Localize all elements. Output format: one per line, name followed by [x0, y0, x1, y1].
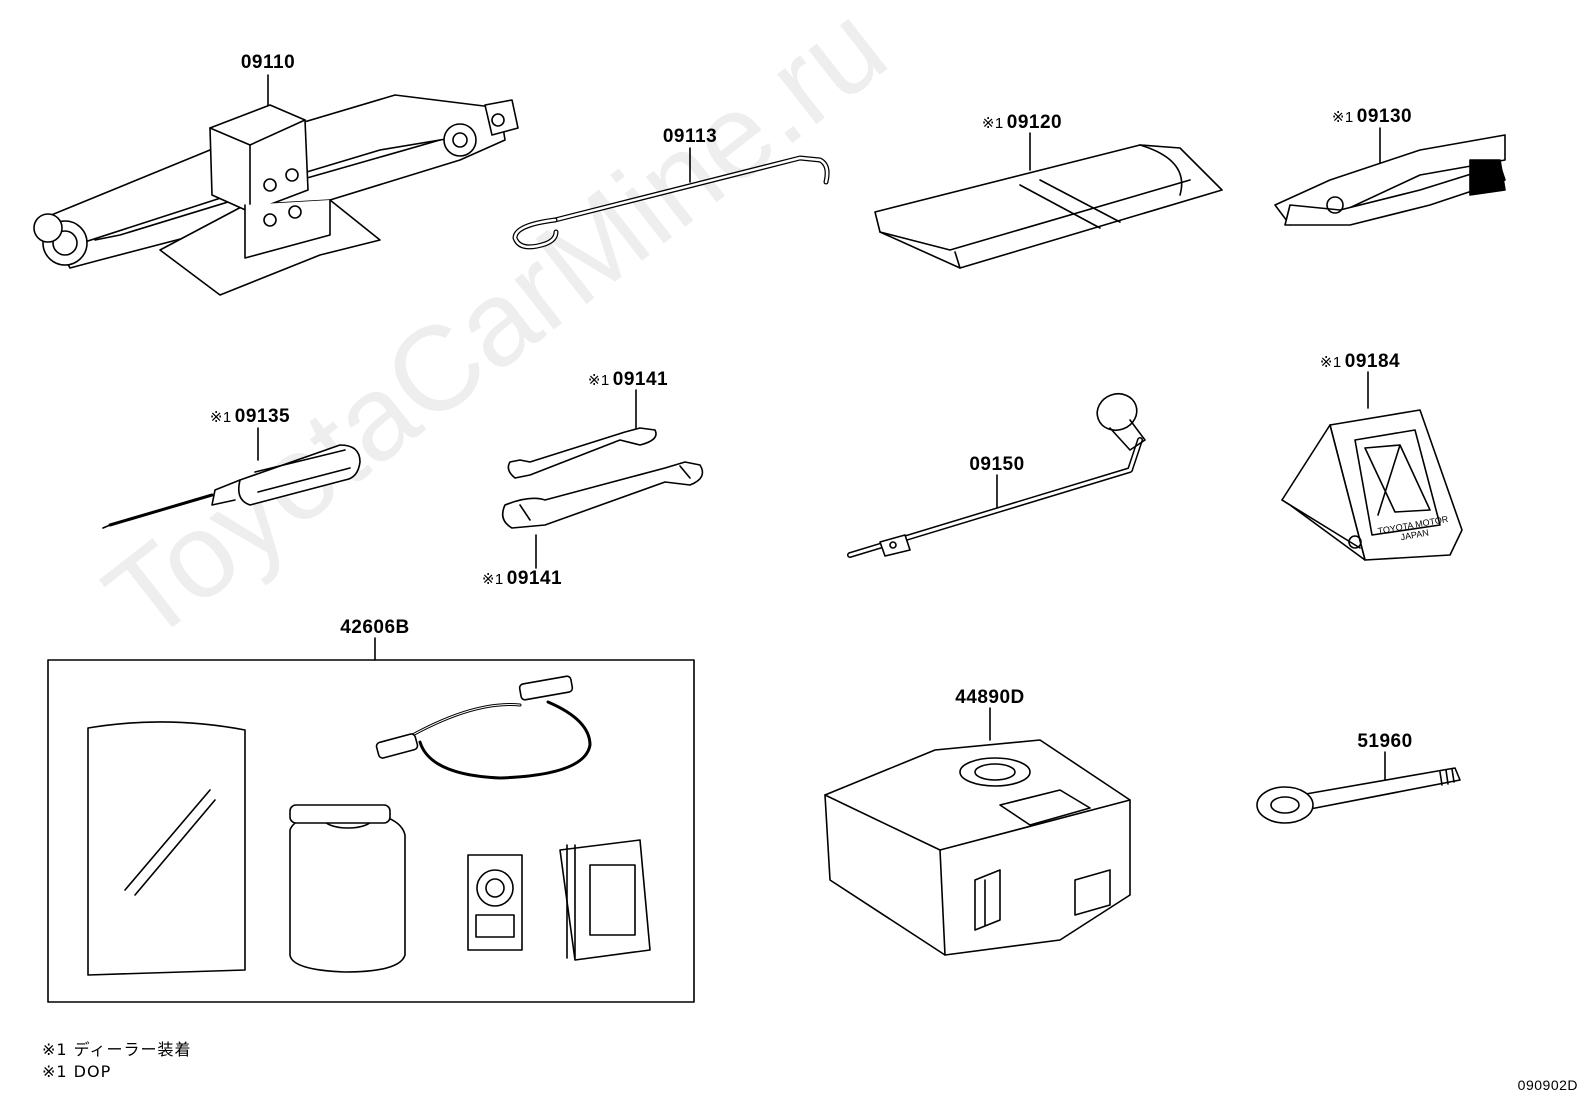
jack-handle-illustration — [512, 147, 830, 250]
wheel-nut-wrench-illustration — [847, 392, 1146, 558]
tire-kit-frame — [47, 659, 695, 1003]
towing-eye-illustration — [1256, 751, 1461, 824]
wrenches-illustration — [501, 389, 704, 569]
part-label-09150: 09150 — [969, 454, 1025, 475]
jack-illustration — [33, 74, 519, 296]
pliers-illustration — [1274, 127, 1506, 226]
footnote-dealer: ※1 ディーラー装着 — [42, 1040, 192, 1059]
part-label-09113: 09113 — [662, 126, 718, 147]
tool-bag-illustration — [874, 132, 1223, 269]
part-label-51960: 51960 — [1357, 731, 1413, 752]
part-label-44890D: 44890D — [955, 687, 1025, 708]
diagram-code: 090902D — [1517, 1077, 1578, 1093]
screwdriver-illustration — [102, 427, 361, 529]
tire-repair-kit-illustration — [47, 637, 695, 1003]
wheel-chock-illustration — [1281, 371, 1463, 561]
footnote-dop: ※1 DOP — [42, 1062, 112, 1081]
part-label-09110: 09110 — [240, 52, 296, 73]
compressor-illustration — [824, 707, 1131, 956]
part-label-42606B: 42606B — [340, 617, 410, 638]
